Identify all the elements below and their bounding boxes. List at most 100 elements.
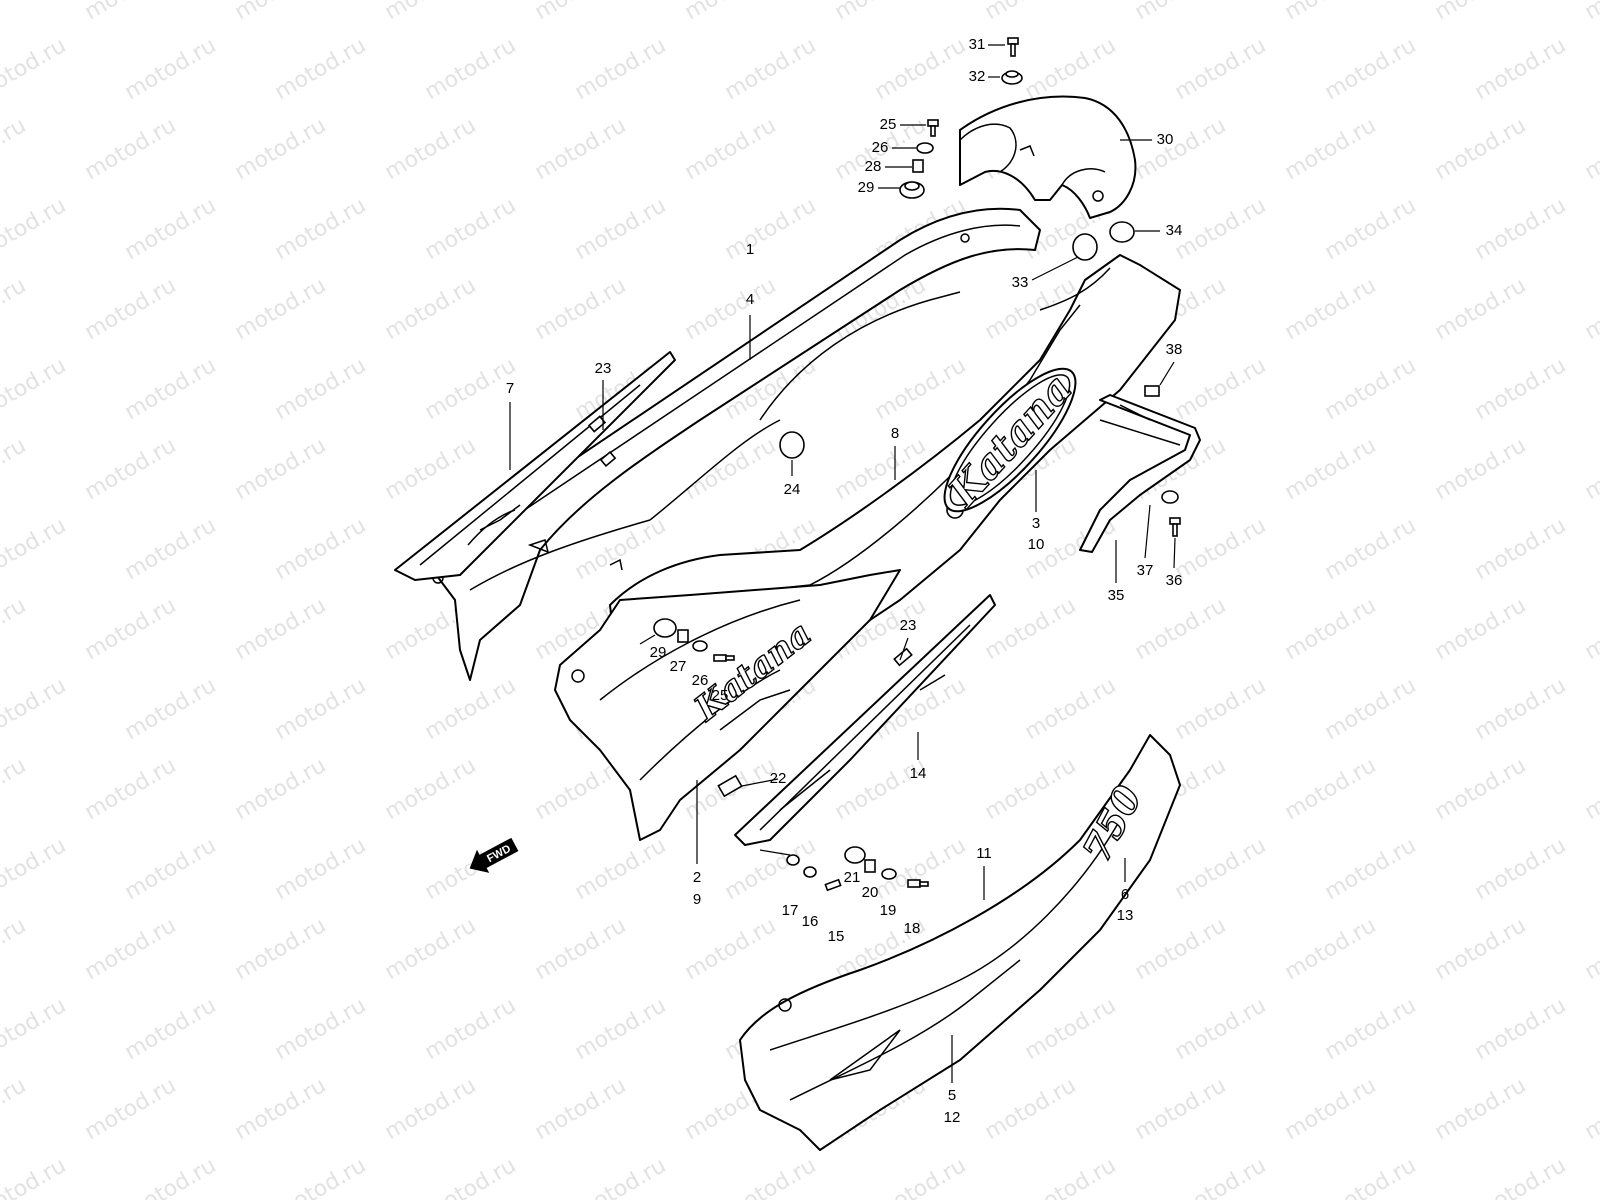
callout-label-l30: 30 <box>1157 131 1174 148</box>
watermark-text: motod.ru <box>871 33 971 105</box>
watermark-text: motod.ru <box>1581 753 1600 825</box>
tail-cover-part-30 <box>959 95 1137 219</box>
watermark-text: motod.ru <box>871 1153 971 1200</box>
watermark-text: motod.ru <box>681 113 781 185</box>
watermark-text: motod.ru <box>231 753 331 825</box>
watermark-text: motod.ru <box>231 0 331 25</box>
watermark-text: motod.ru <box>231 913 331 985</box>
watermark-text: motod.ru <box>1581 273 1600 345</box>
callout-label-l36: 36 <box>1166 572 1183 589</box>
washer-17 <box>786 854 800 866</box>
callout-label-l21: 21 <box>844 869 861 886</box>
watermark-text: motod.ru <box>1021 33 1121 105</box>
watermark-text: motod.ru <box>81 753 181 825</box>
watermark-text: motod.ru <box>121 1153 221 1200</box>
watermark-text: motod.ru <box>531 1073 631 1145</box>
watermark-text: motod.ru <box>231 113 331 185</box>
grommet-21 <box>844 846 866 864</box>
watermark-text: motod.ru <box>271 193 371 265</box>
watermark-text: motod.ru <box>421 1153 521 1200</box>
watermark-text: motod.ru <box>571 193 671 265</box>
callout-label-l14: 14 <box>910 765 927 782</box>
watermark-text: motod.ru <box>421 33 521 105</box>
watermark-text: motod.ru <box>0 273 30 345</box>
watermark-text: motod.ru <box>1131 913 1231 985</box>
frame-cover-part-1-4 <box>424 207 1041 681</box>
lower-cover-part-2-9: Katana <box>554 569 901 841</box>
watermark-text: motod.ru <box>381 753 481 825</box>
watermark-text: motod.ru <box>0 433 30 505</box>
cushion-24 <box>779 431 805 459</box>
washer-26b <box>692 640 708 652</box>
leader-lines <box>509 44 1176 1083</box>
callout-label-l20: 20 <box>862 884 879 901</box>
watermark-text: motod.ru <box>1471 513 1571 585</box>
watermark-text: motod.ru <box>1581 593 1600 665</box>
watermark-text: motod.ru <box>421 673 521 745</box>
watermark-text: motod.ru <box>271 513 371 585</box>
watermark-text: motod.ru <box>381 273 481 345</box>
watermark-text: motod.ru <box>1431 1073 1531 1145</box>
watermark-text: motod.ru <box>681 433 781 505</box>
watermark-text: motod.ru <box>381 913 481 985</box>
callout-label-l18: 18 <box>904 920 921 937</box>
watermark-text: motod.ru <box>231 273 331 345</box>
watermark-text: motod.ru <box>0 353 70 425</box>
callout-label-l1: 1 <box>746 241 754 258</box>
watermark-text: motod.ru <box>1131 113 1231 185</box>
watermark-text: motod.ru <box>0 833 70 905</box>
callout-label-l23a: 23 <box>595 360 612 377</box>
watermark-text: motod.ru <box>271 673 371 745</box>
watermark-text: motod.ru <box>1281 753 1381 825</box>
watermark-text: motod.ru <box>1171 33 1271 105</box>
watermark-text: motod.ru <box>1471 993 1571 1065</box>
grommet-32 <box>1001 70 1023 85</box>
watermark-text: motod.ru <box>1581 1073 1600 1145</box>
watermark-text: motod.ru <box>1581 0 1600 25</box>
lower-side-cover-part-11: 750 <box>739 734 1181 1151</box>
watermark-text: motod.ru <box>81 1073 181 1145</box>
watermark-text: motod.ru <box>1431 753 1531 825</box>
watermark-text: motod.ru <box>1581 113 1600 185</box>
watermark-text: motod.ru <box>1431 593 1531 665</box>
callout-label-l19: 19 <box>880 902 897 919</box>
watermark-text: motod.ru <box>121 193 221 265</box>
watermark-text: motod.ru <box>1131 1073 1231 1145</box>
bolt-31 <box>1007 37 1019 57</box>
watermark-text: motod.ru <box>531 0 631 25</box>
collar-27 <box>677 629 689 643</box>
watermark-text: motod.ru <box>1171 193 1271 265</box>
watermark-text: motod.ru <box>121 353 221 425</box>
watermark-text: motod.ru <box>721 1153 821 1200</box>
watermark-text: motod.ru <box>571 33 671 105</box>
callout-label-l35: 35 <box>1108 587 1125 604</box>
watermark-text: motod.ru <box>0 993 70 1065</box>
watermark-text: motod.ru <box>121 993 221 1065</box>
watermark-text: motod.ru <box>1131 433 1231 505</box>
watermark-text: motod.ru <box>1321 833 1421 905</box>
watermark-text: motod.ru <box>1321 1153 1421 1200</box>
watermark-text: motod.ru <box>421 993 521 1065</box>
watermark-text: motod.ru <box>121 673 221 745</box>
washer-26a <box>916 142 934 154</box>
watermark-text: motod.ru <box>1471 1153 1571 1200</box>
callout-label-l3: 3 <box>1032 515 1040 532</box>
watermark-text: motod.ru <box>271 993 371 1065</box>
watermark-text: motod.ru <box>1471 353 1571 425</box>
watermark-text: motod.ru <box>1321 33 1421 105</box>
watermark-text: motod.ru <box>0 33 70 105</box>
watermark-text: motod.ru <box>271 353 371 425</box>
watermark-text: motod.ru <box>871 353 971 425</box>
screw-25a <box>927 119 939 137</box>
watermark-text: motod.ru <box>681 0 781 25</box>
callout-label-l4: 4 <box>746 291 754 308</box>
cushion-33 <box>1072 233 1098 261</box>
callout-label-l37: 37 <box>1137 562 1154 579</box>
nut-38 <box>1144 385 1160 397</box>
collar-16 <box>803 866 817 878</box>
watermark-text: motod.ru <box>1171 833 1271 905</box>
cushion-34 <box>1109 221 1135 243</box>
grommet-37 <box>1161 490 1179 504</box>
watermark-text: motod.ru <box>1281 913 1381 985</box>
watermark-text: motod.ru <box>271 1153 371 1200</box>
